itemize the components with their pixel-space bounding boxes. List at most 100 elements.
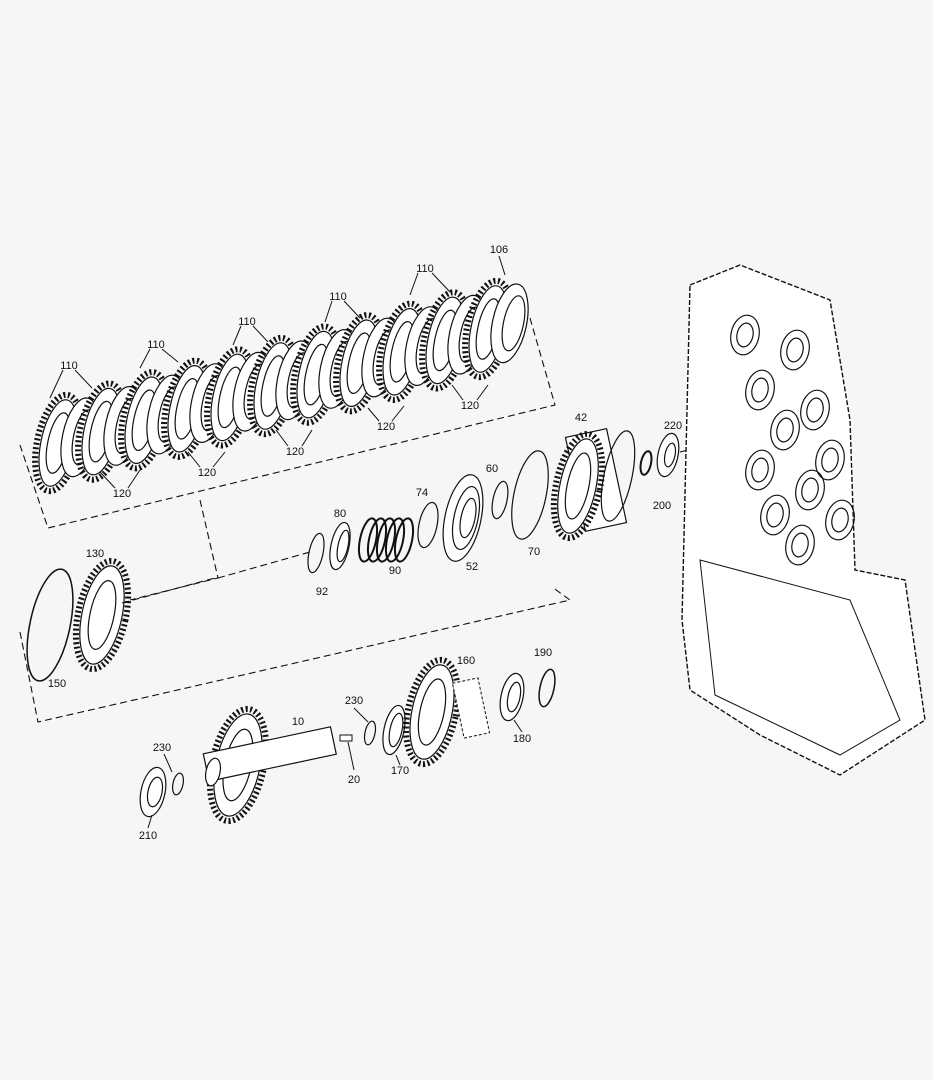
- spring-90: [393, 517, 415, 563]
- o-ring-70: [511, 450, 549, 540]
- callout-leader: [395, 754, 401, 766]
- callout-leader: [324, 300, 333, 323]
- callout-42: 42: [575, 412, 587, 424]
- housing-bore-inner: [786, 337, 804, 363]
- transmission-housing: [681, 264, 926, 776]
- callout-leader: [163, 753, 173, 773]
- callout-leader: [391, 405, 405, 422]
- callout-110: 110: [329, 291, 347, 303]
- callout-110: 110: [60, 360, 78, 372]
- callout-leader: [513, 719, 523, 733]
- housing-bore-inner: [821, 447, 839, 473]
- callout-90: 90: [389, 565, 401, 577]
- clutch-disc-130-bore: [87, 580, 117, 650]
- gear-160-hub: [451, 677, 491, 739]
- bearing-220-bore: [663, 442, 677, 468]
- drum-42-back: [600, 430, 636, 522]
- callout-leader: [127, 469, 141, 489]
- callout-leader: [353, 707, 369, 723]
- callout-150: 150: [48, 678, 66, 690]
- snap-ring-190: [538, 668, 556, 708]
- inner-clutch-disc-bore: [501, 295, 526, 352]
- housing-pan: [699, 559, 901, 756]
- shaft-line: [217, 551, 311, 579]
- callout-leader: [301, 429, 313, 447]
- callout-230: 230: [153, 742, 171, 754]
- housing-bore: [745, 449, 775, 491]
- housing-bore-inner: [791, 532, 809, 558]
- callout-leader: [49, 369, 64, 399]
- callout-106: 106: [490, 244, 508, 256]
- housing-bore: [745, 369, 775, 411]
- drum-42-face-bore: [564, 452, 592, 520]
- housing-bore: [795, 469, 825, 511]
- callout-leader: [161, 348, 179, 363]
- snap-ring-230: [363, 720, 377, 746]
- lower-dashed-outline: [19, 586, 572, 723]
- housing-bore-inner: [766, 502, 784, 528]
- callout-210: 210: [139, 830, 157, 842]
- callout-leader: [498, 255, 506, 276]
- callout-leader: [476, 384, 489, 401]
- callout-80: 80: [334, 508, 346, 520]
- pin-20: [339, 734, 353, 742]
- housing-bore-inner: [751, 457, 769, 483]
- callout-20: 20: [348, 774, 360, 786]
- snap-ring-230b: [172, 772, 184, 796]
- spring-90: [384, 517, 406, 563]
- housing-bore: [785, 524, 815, 566]
- snap-ring-200: [639, 450, 653, 476]
- axis-line: [121, 577, 216, 604]
- bearing-52-bore: [459, 497, 477, 539]
- housing-bore-inner: [801, 477, 819, 503]
- spring-90: [366, 517, 388, 563]
- callout-180: 180: [513, 733, 531, 745]
- callout-leader: [252, 325, 269, 343]
- housing-bore-inner: [736, 322, 754, 348]
- callout-leader: [431, 272, 451, 293]
- ring-80-inner: [336, 529, 350, 563]
- input-shaft-10: [202, 726, 337, 782]
- callout-52: 52: [466, 561, 478, 573]
- housing-bore-inner: [751, 377, 769, 403]
- housing-bore-inner: [806, 397, 824, 423]
- callout-170: 170: [391, 765, 409, 777]
- callout-leader: [275, 429, 289, 447]
- gear-160: [403, 656, 461, 768]
- housing-bore: [730, 314, 760, 356]
- callout-60: 60: [486, 463, 498, 475]
- gear-shaft-10: [206, 705, 270, 825]
- callout-leader: [232, 325, 242, 346]
- callout-74: 74: [416, 487, 428, 499]
- gear-160-bore: [417, 678, 447, 746]
- callout-120: 120: [377, 421, 395, 433]
- spring-90: [357, 517, 379, 563]
- callout-leader: [347, 741, 355, 771]
- housing-bore: [825, 499, 855, 541]
- callout-160: 160: [457, 655, 475, 667]
- housing-bore: [800, 389, 830, 431]
- callout-leader: [367, 407, 380, 422]
- callout-leader: [99, 471, 116, 489]
- housing-bore: [815, 439, 845, 481]
- shaft-end: [204, 757, 222, 787]
- callout-110: 110: [238, 316, 256, 328]
- callout-leader: [147, 814, 153, 829]
- housing-bore-inner: [776, 417, 794, 443]
- callout-200: 200: [653, 500, 671, 512]
- drum-42-face: [550, 430, 606, 542]
- callout-92: 92: [316, 586, 328, 598]
- callout-leader: [74, 369, 93, 389]
- ring-74: [417, 501, 439, 549]
- callout-190: 190: [534, 647, 552, 659]
- callout-leader: [187, 451, 201, 468]
- callout-130: 130: [86, 548, 104, 560]
- callout-leader: [343, 300, 361, 319]
- callout-120: 120: [461, 400, 479, 412]
- clutch-assembly-line: [129, 499, 219, 601]
- callout-leader: [409, 272, 419, 296]
- seal-ring-150: [26, 568, 74, 682]
- spring-90: [375, 517, 397, 563]
